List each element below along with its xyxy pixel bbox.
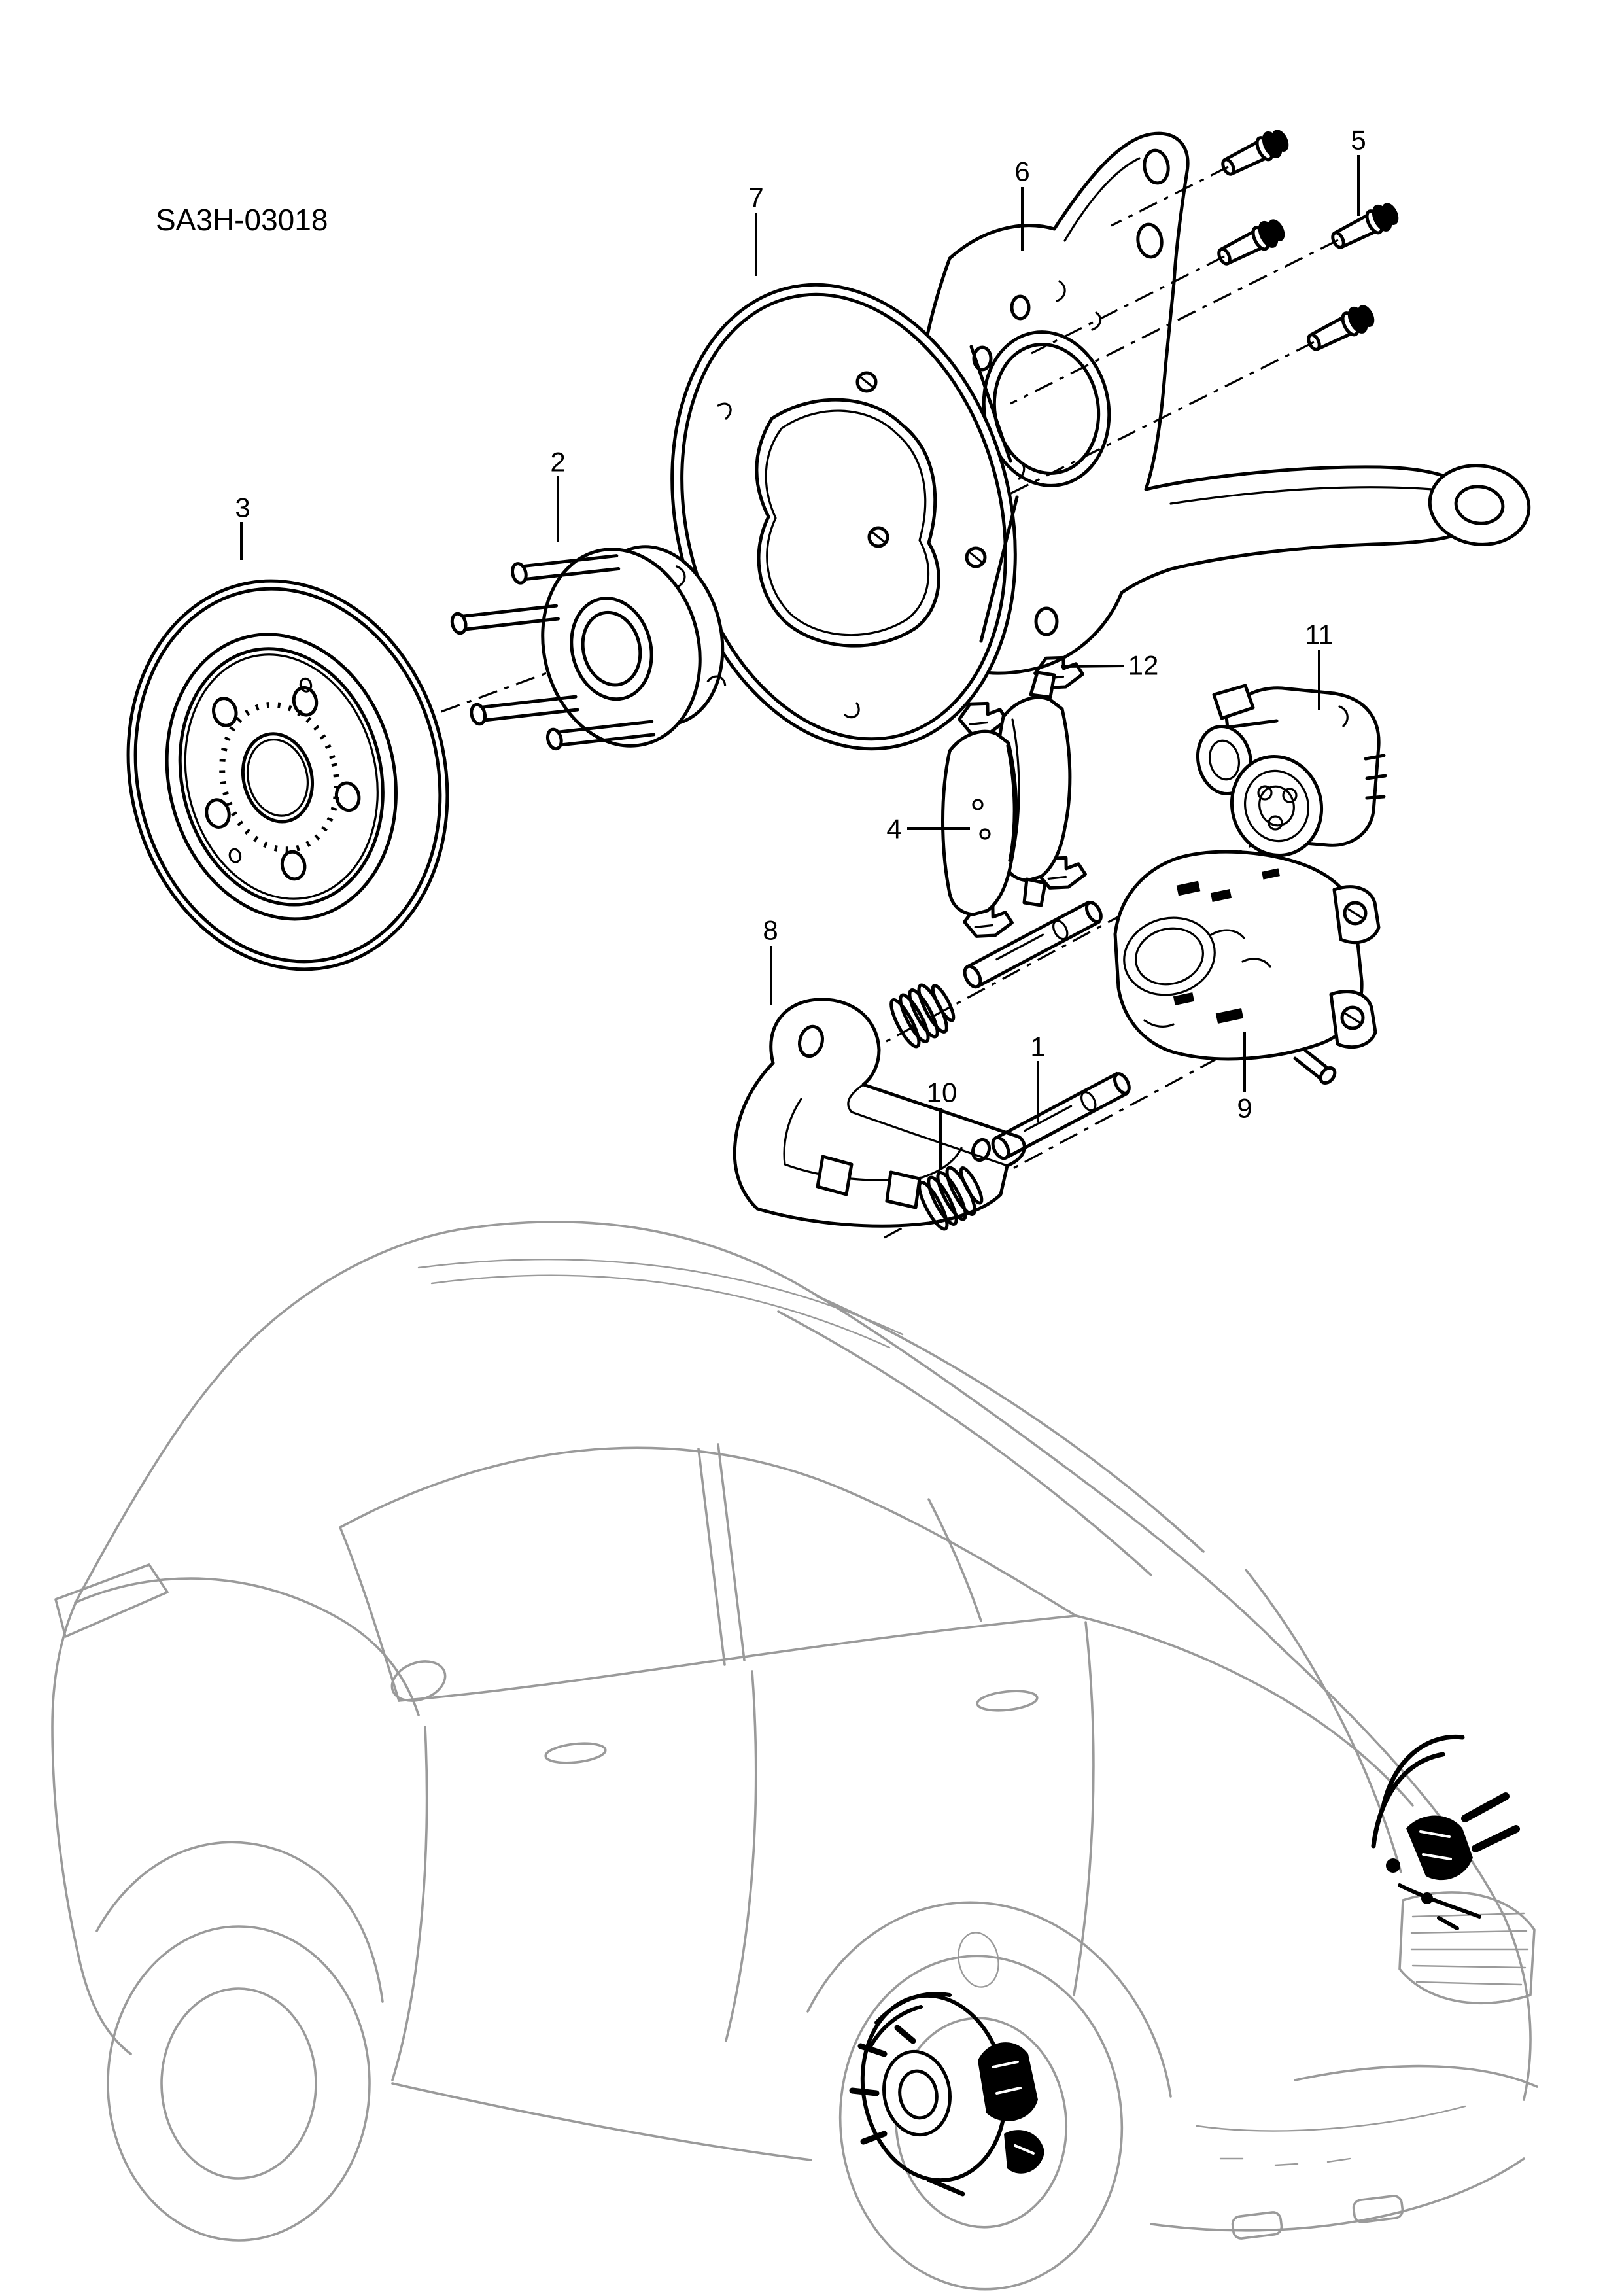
brake-disc-part: [126, 579, 449, 971]
parking-brake-actuator-part: [1196, 684, 1387, 857]
car-rear-glass: [777, 1295, 1205, 1576]
mounting-bolts-part: [1009, 130, 1399, 495]
outer-pad: [941, 729, 1018, 916]
disc-stamped-text-ring: [219, 701, 340, 853]
callout-11: 11: [1305, 619, 1334, 650]
car-roof-rail: [417, 1259, 904, 1349]
actuator-gear-face: [1230, 755, 1324, 857]
upper-boot: [889, 983, 956, 1049]
car-b-pillar: [697, 1443, 746, 1666]
caliper-lug-upper: [1332, 885, 1381, 945]
car-rocker-line: [391, 2082, 812, 2161]
callout-5: 5: [1351, 125, 1366, 156]
caliper-lug-lower: [1329, 990, 1377, 1049]
car-exhaust-tip-right: [1352, 2195, 1404, 2223]
callout-6: 6: [1014, 156, 1029, 187]
upper-guide-pin: [963, 900, 1103, 989]
knuckle-strut-hole-lower: [1136, 222, 1164, 259]
bracket-ear-hole: [798, 1024, 824, 1058]
figure-code: SA3H-03018: [156, 203, 328, 237]
knuckle-bushing-eye: [1428, 464, 1531, 546]
car-door-handle-rear: [976, 1690, 1039, 1712]
car-rear-bumper-detail: [1196, 2105, 1466, 2166]
car-front-wheel-arch: [95, 1841, 384, 2003]
car-rear-door-seam: [725, 1670, 757, 2042]
actuator-connector: [1212, 684, 1255, 720]
installed-caliper-on-quarter: [1371, 1734, 1520, 1930]
hub-stud-3: [450, 604, 560, 635]
callout-3: 3: [235, 493, 250, 523]
exploded-view: [126, 130, 1531, 1239]
hub-stud-1: [545, 720, 656, 751]
rear-knuckle-part: [908, 131, 1531, 675]
car-hatch-seam: [1245, 1569, 1402, 1873]
hub-stud-4: [511, 554, 621, 585]
car-taillight-band: [1398, 1891, 1536, 2005]
callout-12: 12: [1128, 650, 1159, 681]
car-a-pillar-base: [339, 1526, 400, 1702]
callout-9: 9: [1237, 1093, 1252, 1124]
installed-rear-brake-on-wheel: [849, 1991, 1044, 2197]
car-taillight-hatching: [1410, 1912, 1529, 1986]
car-headlight: [54, 1563, 169, 1638]
bolt-1: [1221, 130, 1289, 176]
callout-4: 4: [886, 814, 901, 844]
car-fuel-door: [958, 1932, 999, 1988]
shield-bolt-2: [867, 526, 889, 548]
car-rear-wheel-arch: [806, 1901, 1172, 2098]
guide-pin-boots-part: [889, 983, 984, 1231]
caliper-body-part: [1113, 850, 1381, 1085]
hub-stud-2: [470, 695, 579, 726]
callout-10: 10: [927, 1077, 958, 1108]
car-front-end: [51, 1378, 217, 2055]
shield-bolt-1: [855, 371, 878, 393]
car-bumper-line: [1150, 2064, 1538, 2232]
splash-shield-part: [670, 283, 1019, 751]
callout-1: 1: [1030, 1032, 1045, 1062]
car-haunch-line: [1075, 1614, 1414, 1807]
car-exhaust-tip-left: [1231, 2211, 1283, 2240]
lower-boot: [918, 1166, 984, 1231]
bolt-4: [1307, 305, 1375, 351]
car-quarter-seam: [1073, 1621, 1095, 1996]
car-front-door-seam: [391, 1726, 428, 2081]
callout-12-leader: [1060, 665, 1124, 668]
axis-upper-guide-pin: [861, 835, 1269, 1056]
lower-guide-pin: [991, 1071, 1131, 1160]
callout-8: 8: [763, 915, 778, 946]
guide-pins-part: [963, 900, 1131, 1160]
brake-pads-part: [941, 670, 1072, 916]
car-front-wheel: [107, 1925, 371, 2242]
car-quarter-glass-divider: [927, 1498, 982, 1622]
car-roof-body-outline: [215, 1220, 1532, 2101]
bolt-3: [1331, 203, 1399, 249]
car-rear-wheel: [838, 1955, 1124, 2291]
knuckle-strut-hole-upper: [1143, 148, 1170, 185]
car-beltline: [398, 1614, 1077, 1702]
callout-2: 2: [550, 447, 565, 478]
vehicle-illustration: [51, 1220, 1538, 2291]
bolt-2: [1217, 219, 1285, 266]
car-side-glass-top: [339, 1446, 1077, 1617]
car-rear-wheel-rim: [894, 2017, 1068, 2229]
car-front-wheel-rim: [160, 1987, 317, 2180]
car-door-handle-front: [544, 1742, 607, 1764]
car-mirror: [390, 1660, 447, 1702]
shield-bolt-3: [965, 546, 987, 568]
hub-bearing-part: [450, 545, 727, 751]
callout-7: 7: [748, 183, 763, 213]
